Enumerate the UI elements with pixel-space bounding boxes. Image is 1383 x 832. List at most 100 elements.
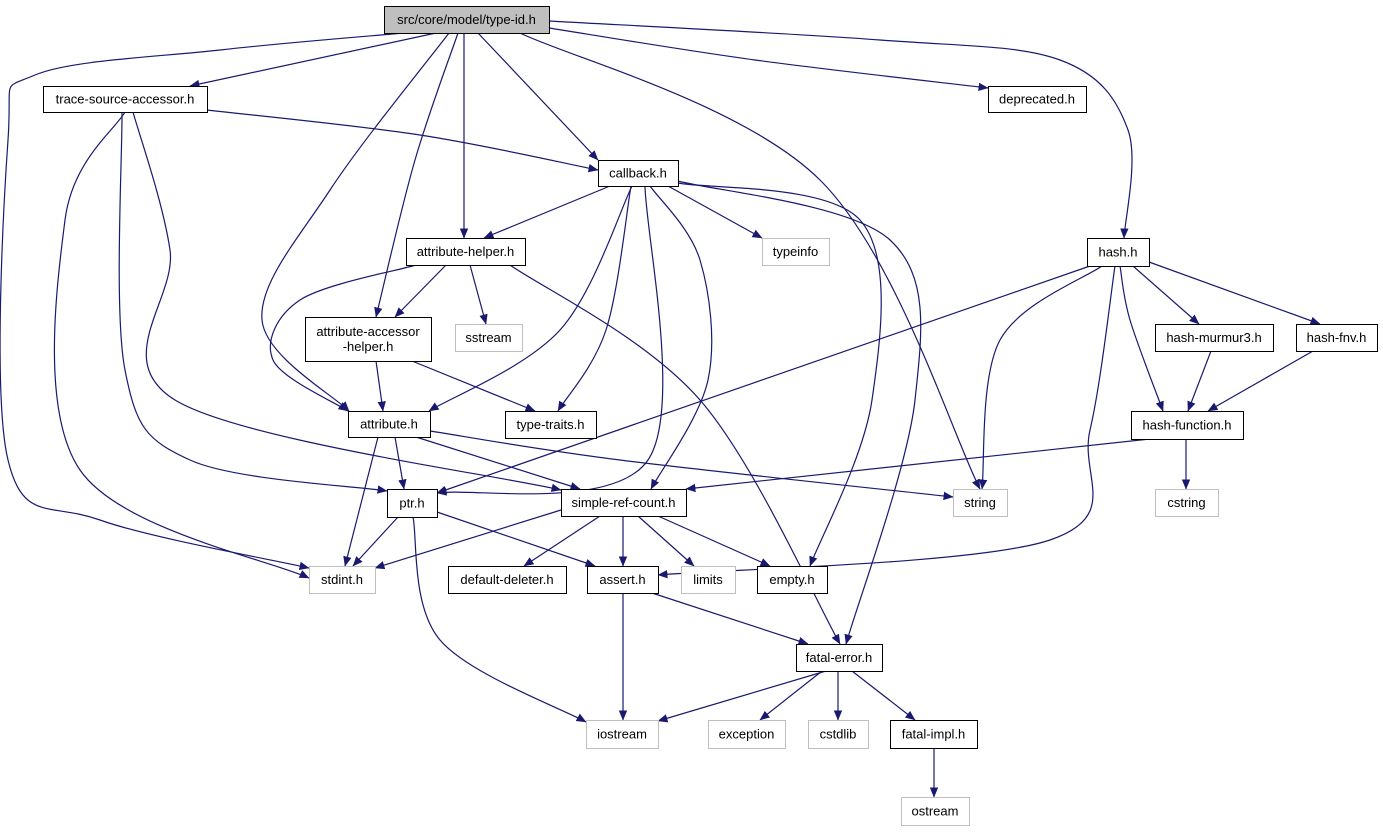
node-box-attribute-accessor-helper[interactable] bbox=[305, 317, 432, 362]
node-label-attribute-helper: attribute-helper.h bbox=[417, 244, 515, 259]
node-ptr[interactable]: ptr.h bbox=[387, 489, 438, 518]
node-box-iostream bbox=[586, 720, 659, 749]
node-box-default-deleter[interactable] bbox=[448, 566, 567, 594]
node-box-fatal-error[interactable] bbox=[796, 644, 883, 672]
node-hash-function[interactable]: hash-function.h bbox=[1131, 411, 1244, 440]
edge-type-id-to-trace-source-accessor bbox=[189, 32, 437, 89]
node-label-default-deleter: default-deleter.h bbox=[460, 572, 553, 587]
node-box-callback[interactable] bbox=[598, 160, 679, 187]
edge-hash-to-hash-fnv bbox=[1148, 261, 1321, 325]
node-box-deprecated[interactable] bbox=[988, 86, 1087, 113]
node-box-hash-function[interactable] bbox=[1131, 411, 1244, 440]
node-label-simple-ref-count: simple-ref-count.h bbox=[571, 495, 675, 510]
node-deprecated[interactable]: deprecated.h bbox=[988, 86, 1087, 113]
edges-layer bbox=[0, 20, 1321, 798]
node-box-assert[interactable] bbox=[587, 566, 659, 594]
node-box-hash-fnv[interactable] bbox=[1296, 324, 1378, 352]
node-string: string bbox=[953, 489, 1008, 517]
node-callback[interactable]: callback.h bbox=[598, 160, 679, 187]
edge-callback-to-attribute bbox=[428, 185, 633, 412]
node-fatal-impl[interactable]: fatal-impl.h bbox=[890, 720, 978, 749]
node-stdint: stdint.h bbox=[309, 566, 376, 594]
node-label-deprecated: deprecated.h bbox=[999, 92, 1075, 107]
node-box-type-traits[interactable] bbox=[505, 411, 597, 439]
node-label-cstring: cstring bbox=[1167, 495, 1205, 510]
node-box-fatal-impl[interactable] bbox=[890, 720, 978, 749]
node-empty[interactable]: empty.h bbox=[757, 566, 828, 594]
node-default-deleter[interactable]: default-deleter.h bbox=[448, 566, 567, 594]
node-iostream: iostream bbox=[586, 720, 659, 749]
node-attribute[interactable]: attribute.h bbox=[348, 411, 431, 438]
node-box-ptr[interactable] bbox=[387, 489, 438, 518]
edge-fatal-error-to-exception bbox=[759, 670, 823, 721]
edge-fatal-error-to-fatal-impl bbox=[851, 670, 916, 721]
edge-simple-ref-count-to-default-deleter bbox=[523, 515, 601, 567]
node-box-cstring bbox=[1155, 489, 1219, 517]
edge-hash-fnv-to-hash-function bbox=[1207, 350, 1314, 412]
node-hash[interactable]: hash.h bbox=[1087, 238, 1150, 267]
edge-hash-murmur3-to-hash-function bbox=[1187, 350, 1212, 412]
node-label-string: string bbox=[964, 495, 996, 510]
node-label-limits: limits bbox=[693, 572, 723, 587]
node-ostream: ostream bbox=[901, 797, 970, 826]
node-label-hash-fnv: hash-fnv.h bbox=[1307, 330, 1367, 345]
edge-trace-source-accessor-to-ptr bbox=[118, 111, 388, 494]
node-box-attribute[interactable] bbox=[348, 411, 431, 438]
edge-hash-function-to-simple-ref-count bbox=[685, 438, 1151, 493]
node-box-sstream bbox=[455, 324, 523, 352]
node-hash-murmur3[interactable]: hash-murmur3.h bbox=[1155, 324, 1274, 352]
node-box-hash-murmur3[interactable] bbox=[1155, 324, 1274, 352]
edge-callback-to-typeinfo bbox=[667, 185, 763, 239]
node-label-cstdlib: cstdlib bbox=[820, 727, 857, 742]
edge-callback-to-ptr bbox=[436, 185, 664, 496]
node-assert[interactable]: assert.h bbox=[587, 566, 659, 594]
node-box-stdint bbox=[309, 566, 376, 594]
edge-ptr-to-assert bbox=[436, 511, 596, 567]
node-label-attribute-accessor-helper: attribute-accessor-helper.h bbox=[316, 324, 420, 354]
edge-simple-ref-count-to-limits bbox=[637, 515, 695, 567]
node-fatal-error[interactable]: fatal-error.h bbox=[796, 644, 883, 672]
node-box-attribute-helper[interactable] bbox=[406, 238, 526, 266]
edge-trace-source-accessor-to-simple-ref-count bbox=[132, 111, 562, 492]
node-box-type-id[interactable] bbox=[384, 6, 550, 34]
node-simple-ref-count[interactable]: simple-ref-count.h bbox=[561, 489, 687, 517]
node-box-simple-ref-count[interactable] bbox=[561, 489, 687, 517]
node-box-ostream bbox=[901, 797, 970, 826]
node-cstdlib: cstdlib bbox=[808, 720, 869, 749]
edge-attribute-to-simple-ref-count bbox=[415, 436, 581, 491]
node-type-id[interactable]: src/core/model/type-id.h bbox=[384, 6, 550, 34]
node-label-line-attribute-accessor-helper-0: attribute-accessor bbox=[316, 324, 420, 339]
edge-hash-to-string bbox=[978, 265, 1103, 490]
node-trace-source-accessor[interactable]: trace-source-accessor.h bbox=[43, 86, 208, 113]
edge-hash-to-hash-murmur3 bbox=[1132, 265, 1200, 325]
node-box-hash[interactable] bbox=[1087, 238, 1150, 267]
edge-assert-to-fatal-error bbox=[651, 592, 809, 646]
edge-attribute-accessor-helper-to-type-traits bbox=[411, 360, 536, 412]
edge-callback-to-simple-ref-count bbox=[649, 185, 713, 490]
node-label-hash: hash.h bbox=[1098, 245, 1137, 260]
node-label-hash-function: hash-function.h bbox=[1143, 418, 1232, 433]
edge-ptr-to-stdint bbox=[352, 516, 399, 567]
node-label-hash-murmur3: hash-murmur3.h bbox=[1166, 330, 1261, 345]
node-box-limits bbox=[681, 566, 736, 594]
edge-attribute-helper-to-attribute bbox=[269, 264, 417, 412]
node-type-traits[interactable]: type-traits.h bbox=[505, 411, 597, 439]
edge-simple-ref-count-to-empty bbox=[657, 515, 771, 567]
node-box-trace-source-accessor[interactable] bbox=[43, 86, 208, 113]
node-attribute-helper[interactable]: attribute-helper.h bbox=[406, 238, 526, 266]
node-typeinfo: typeinfo bbox=[762, 238, 830, 266]
edge-simple-ref-count-to-stdint bbox=[374, 509, 562, 570]
node-box-typeinfo bbox=[762, 238, 830, 266]
edge-attribute-to-ptr bbox=[394, 436, 407, 490]
node-attribute-accessor-helper[interactable]: attribute-accessor-helper.h bbox=[305, 317, 432, 362]
edge-type-id-to-stdint bbox=[0, 32, 405, 570]
node-hash-fnv[interactable]: hash-fnv.h bbox=[1296, 324, 1378, 352]
edge-callback-to-type-traits bbox=[557, 185, 632, 412]
edge-hash-to-ptr bbox=[436, 265, 1091, 494]
edge-fatal-error-to-iostream bbox=[657, 670, 827, 723]
node-box-empty[interactable] bbox=[757, 566, 828, 594]
edge-attribute-to-stdint bbox=[343, 436, 379, 567]
node-label-fatal-impl: fatal-impl.h bbox=[902, 727, 966, 742]
node-limits: limits bbox=[681, 566, 736, 594]
